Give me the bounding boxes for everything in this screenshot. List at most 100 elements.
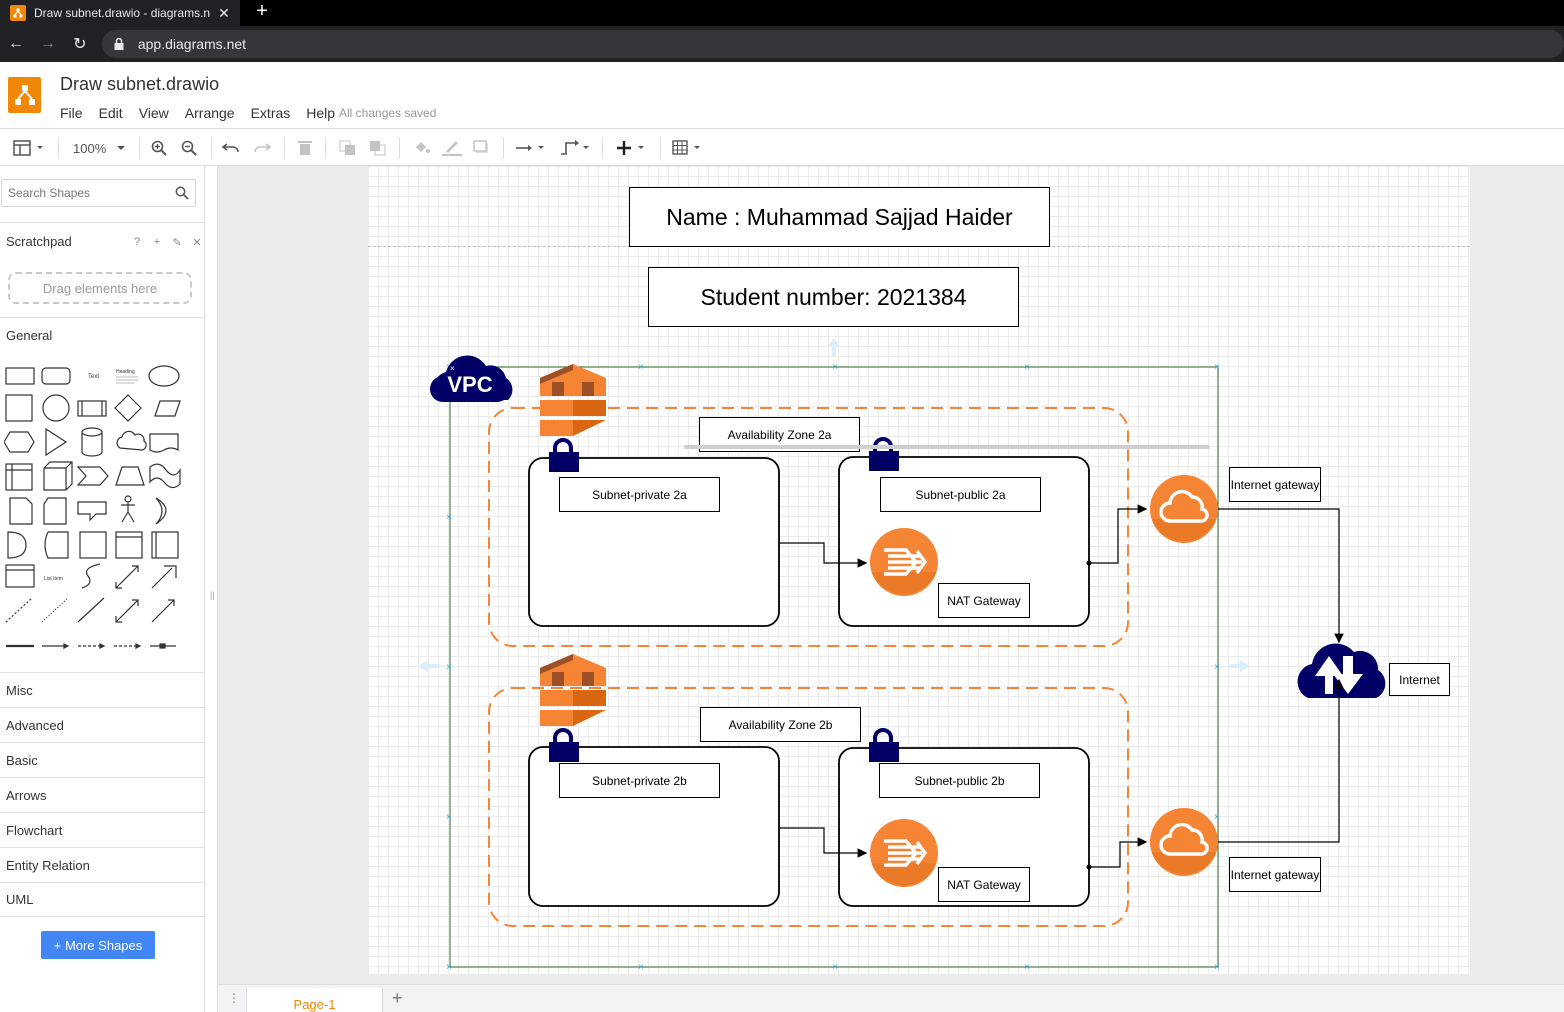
svg-text:×: × [446,512,452,523]
scratchpad-dropzone[interactable]: Drag elements here [8,272,192,304]
internet-gateway-a-label[interactable]: Internet gateway [1229,467,1321,502]
nat-gateway-b-label[interactable]: NAT Gateway [938,867,1030,902]
category-arrows[interactable]: Arrows [0,777,205,812]
page-tab-label: Page-1 [293,997,336,1012]
back-arrow-icon[interactable]: ← [7,35,24,52]
forward-arrow-icon[interactable]: → [39,35,56,52]
menu-edit[interactable]: Edit [98,105,123,121]
undo-icon[interactable] [222,138,240,158]
search-icon[interactable] [175,186,189,203]
menu-arrange[interactable]: Arrange [184,105,235,121]
selection-arrow-left-icon [418,660,440,672]
svg-text:×: × [1214,512,1220,523]
document-title[interactable]: Draw subnet.drawio [60,74,220,94]
to-back-icon[interactable] [369,138,387,158]
connector-igw-a-to-internet [1218,508,1344,644]
menu-file[interactable]: File [60,105,83,121]
subnet-private-2b-label[interactable]: Subnet-private 2b [559,763,720,798]
category-misc[interactable]: Misc [0,672,205,707]
svg-text:×: × [638,962,644,973]
shadow-icon[interactable] [473,138,491,158]
menu-extras[interactable]: Extras [250,105,291,121]
search-shapes-input[interactable]: Search Shapes [1,179,196,207]
drawio-favicon-icon [10,5,26,21]
delete-icon[interactable] [298,138,312,158]
to-front-icon[interactable] [339,138,357,158]
redo-icon[interactable] [253,138,271,158]
browser-tab[interactable]: Draw subnet.drawio - diagrams.n ✕ [0,0,240,26]
connection-style-icon[interactable] [515,138,549,158]
diamond-shape [114,394,142,422]
name-box[interactable]: Name : Muhammad Sajjad Haider [629,187,1050,247]
nat-gateway-icon-b [868,817,940,889]
connector-igw-b-to-internet [1218,678,1344,843]
subnet-public-2a-label[interactable]: Subnet-public 2a [880,477,1041,512]
tape-shape [149,463,181,489]
url-field[interactable]: app.diagrams.net [101,30,1564,58]
page-tab-1[interactable]: Page-1 [246,988,383,1012]
close-icon[interactable]: ✕ [192,237,202,249]
horizontal-scrollbar[interactable] [684,445,1210,449]
subnet-private-2a-label[interactable]: Subnet-private 2a [559,477,720,512]
card-shape [43,497,67,525]
table-icon[interactable] [672,138,706,158]
circle-shape [42,394,70,422]
add-icon[interactable]: + [153,236,161,248]
edit-icon[interactable]: ✎ [172,237,182,249]
sidebar-splitter[interactable]: || [205,166,218,1012]
availability-zone-2a [488,407,1129,647]
svg-text:Text: Text [88,374,99,380]
diagram-canvas[interactable]: ××××× ×× ×× ×× ××××× VPC × [218,166,1564,984]
subnet-public-2b-label[interactable]: Subnet-public 2b [879,763,1040,798]
page-menu-icon[interactable]: ⋮ [228,991,240,1005]
add-page-icon[interactable]: + [392,988,403,1008]
browser-tab-bar: Draw subnet.drawio - diagrams.n ✕ + [0,0,1564,26]
category-uml[interactable]: UML [0,882,205,917]
fill-color-icon[interactable] [413,138,431,158]
dashed-line-shape [5,597,33,623]
square-shape [5,394,33,422]
cube-shape [43,461,73,491]
nat-gateway-a-label[interactable]: NAT Gateway [938,583,1030,618]
more-shapes-button[interactable]: + More Shapes [41,931,155,959]
category-entity-relation[interactable]: Entity Relation [0,847,205,882]
svg-text:×: × [1024,362,1030,373]
category-advanced[interactable]: Advanced [0,707,205,742]
line-color-icon[interactable] [442,138,462,158]
reload-icon[interactable]: ↻ [73,36,87,53]
svg-text:×: × [832,362,838,373]
close-tab-icon[interactable]: ✕ [218,4,230,21]
format-panel-toggle-icon[interactable] [13,138,45,158]
rectangle-shape [5,367,35,385]
browser-tab-title: Draw subnet.drawio - diagrams.n [34,6,211,20]
insert-plus-icon[interactable] [616,138,650,158]
category-basic[interactable]: Basic [0,742,205,777]
zoom-in-icon[interactable] [151,138,167,158]
menu-view[interactable]: View [138,105,169,121]
arrow-shape [151,565,177,589]
step-shape [76,466,109,486]
az-2b-label[interactable]: Availability Zone 2b [700,707,861,742]
general-header[interactable]: General [6,328,53,343]
zoom-out-icon[interactable] [181,138,197,158]
svg-text:×: × [446,662,452,673]
category-flowchart[interactable]: Flowchart [0,812,205,847]
connector-public-to-igw-a [1089,504,1148,564]
waypoints-icon[interactable] [560,138,594,158]
scratchpad-tools: ? + ✎ ✕ [127,236,207,249]
zoom-select[interactable]: 100% [73,138,128,158]
new-tab-icon[interactable]: + [256,0,268,22]
ellipse-shape [148,365,180,387]
browser-address-bar: ← → ↻ app.diagrams.net [0,26,1564,62]
svg-text:×: × [1024,962,1030,973]
menu-help[interactable]: Help [306,105,336,121]
student-number-box[interactable]: Student number: 2021384 [648,267,1019,327]
help-icon[interactable]: ? [133,236,141,248]
scratchpad-header[interactable]: Scratchpad [6,234,72,249]
availability-zone-2b [488,687,1129,927]
general-shapes-palette[interactable]: Text Heading List Item [4,364,200,664]
internet-gateway-icon-a [1148,473,1220,545]
internet-label[interactable]: Internet [1389,663,1450,696]
internet-gateway-b-label[interactable]: Internet gateway [1229,857,1321,892]
